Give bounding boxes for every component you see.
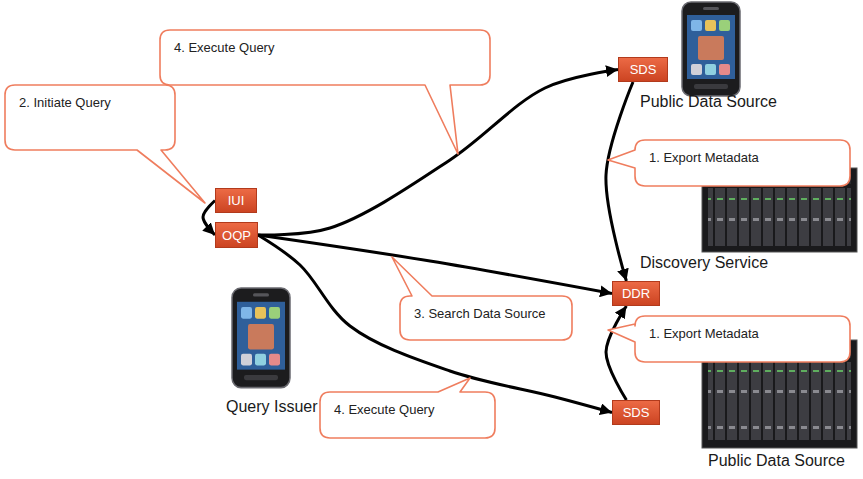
callout-text: 3. Search Data Source [414, 306, 546, 321]
callout-text: 4. Execute Query [174, 40, 274, 55]
callout-bubble: 4. Execute Query [160, 30, 490, 85]
callout-bubble: 1. Export Metadata [635, 316, 850, 362]
phone-icon [232, 288, 290, 388]
callout-text: 4. Execute Query [334, 402, 434, 417]
callout-bubble: 1. Export Metadata [635, 140, 850, 186]
flow-arrow [258, 235, 612, 294]
component-box: SDS [612, 400, 660, 425]
component-box: IUI [215, 188, 257, 213]
component-box: SDS [618, 57, 668, 82]
flow-arrow [606, 306, 626, 400]
flow-arrow [258, 235, 612, 413]
phone-icon [682, 2, 740, 96]
device-label: Discovery Service [640, 254, 768, 272]
callout-text: 2. Initiate Query [19, 95, 111, 110]
callout-outline [160, 30, 490, 85]
callout-text: 1. Export Metadata [649, 150, 759, 165]
callout-text: 1. Export Metadata [649, 326, 759, 341]
component-box: DDR [612, 281, 660, 306]
device-label: Public Data Source [708, 452, 845, 470]
component-box: OQP [215, 222, 258, 248]
component-name: DDR [622, 286, 650, 301]
component-name: IUI [228, 193, 245, 208]
device-label: Public Data Source [640, 93, 777, 111]
callout-bubble: 2. Initiate Query [5, 85, 175, 150]
device-label: Query Issuer [226, 398, 318, 416]
callout-outline [5, 85, 175, 150]
callout-bubble: 3. Search Data Source [400, 296, 572, 340]
component-name: OQP [222, 228, 251, 243]
callout-bubble: 4. Execute Query [320, 392, 495, 438]
flow-arrow [203, 201, 215, 236]
component-name: SDS [630, 62, 657, 77]
component-name: SDS [623, 405, 650, 420]
flow-arrow [606, 82, 633, 281]
